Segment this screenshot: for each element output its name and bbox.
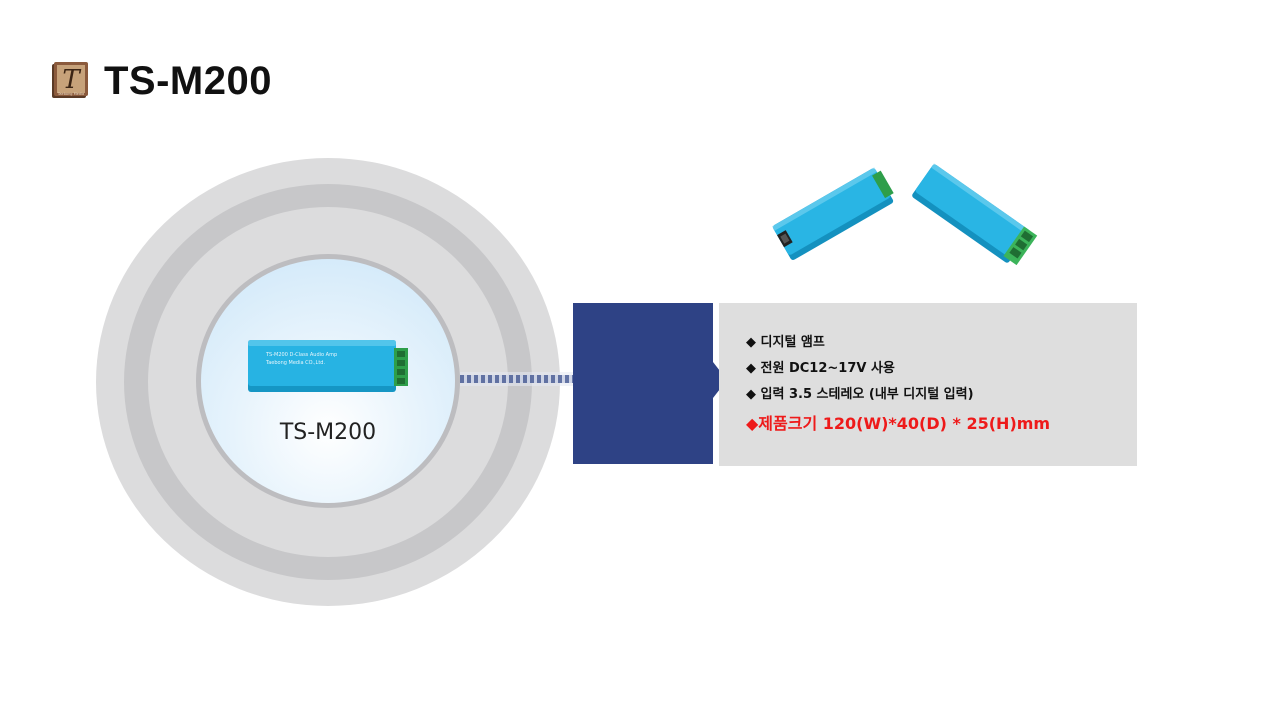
device-label-line1: TS-M200 D-Class Audio Amp	[265, 352, 337, 358]
logo-small-text: Taebong Media	[57, 92, 84, 96]
logo-icon: T Taebong Media	[52, 62, 88, 98]
spec-item-type: ◆ 디지털 앰프	[746, 335, 825, 350]
center-label: TS-M200	[279, 420, 377, 445]
logo-letter: T	[62, 65, 81, 95]
spec-item-size: ◆제품크기 120(W)*40(D) * 25(H)mm	[746, 414, 1051, 433]
spec-list: ◆ 디지털 앰프 ◆ 전원 DC12~17V 사용 ◆ 입력 3.5 스테레오 …	[746, 330, 1050, 440]
device-image-left	[772, 167, 894, 260]
page-title: TS-M200	[104, 59, 272, 103]
device-label-line2: Taebong Media CO.,Ltd.	[265, 360, 325, 366]
device-image-right	[912, 163, 1038, 266]
device-image-center: TS-M200 D-Class Audio Amp Taebong Media …	[248, 340, 408, 392]
accent-box	[573, 303, 713, 464]
spec-panel	[719, 303, 1137, 466]
spec-item-input: ◆ 입력 3.5 스테레오 (내부 디지털 입력)	[746, 387, 974, 402]
connector-line	[460, 375, 573, 383]
spec-item-power: ◆ 전원 DC12~17V 사용	[746, 361, 895, 376]
